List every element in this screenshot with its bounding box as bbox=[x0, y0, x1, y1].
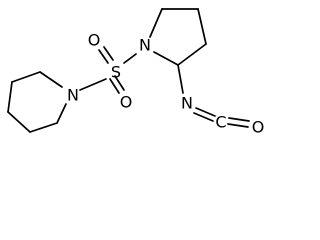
bond-pip-c2-c3 bbox=[11, 71, 41, 83]
bond-c-o-iso-a bbox=[228, 117, 250, 122]
bond-c2-n-iso bbox=[177, 64, 184, 94]
bond-c-o-iso-b bbox=[227, 123, 249, 128]
pyrrolidine-ring bbox=[149, 8, 207, 66]
bond-s-o-top-a bbox=[98, 49, 109, 64]
atom-o-top: O bbox=[88, 31, 101, 50]
piperidine-ring bbox=[7, 71, 67, 133]
bond-n-c-iso-a bbox=[195, 107, 216, 117]
isocyanate-group bbox=[177, 64, 250, 128]
atom-n-isocyanate: N bbox=[181, 94, 193, 113]
atom-sulfur: S bbox=[111, 63, 121, 82]
sulfonyl-group bbox=[79, 46, 137, 94]
bond-s-o-top-b bbox=[103, 46, 114, 61]
bond-s-o-bottom-b bbox=[114, 75, 125, 91]
bond-pyr-c2-n bbox=[153, 51, 179, 66]
bond-pip-n-c2 bbox=[39, 71, 63, 88]
bond-n-s bbox=[79, 78, 107, 91]
bond-pyr-n-c5 bbox=[149, 8, 163, 38]
bond-pip-c5-c6 bbox=[29, 122, 58, 133]
bond-s-o-bottom-a bbox=[109, 78, 120, 94]
bond-pip-c6-n bbox=[56, 103, 67, 124]
atom-n-piperidine: N bbox=[67, 86, 79, 105]
chemical-structure: N S O O N N C O bbox=[7, 8, 265, 137]
atom-o-bottom: O bbox=[120, 93, 133, 112]
bond-pip-c4-c5 bbox=[7, 111, 31, 133]
bond-pyr-c3-c2 bbox=[177, 43, 207, 66]
bond-s-n bbox=[123, 53, 137, 64]
bond-n-c-iso-b bbox=[193, 112, 214, 122]
bond-pyr-c4-c3 bbox=[197, 8, 207, 45]
atom-c-isocyanate: C bbox=[215, 113, 226, 132]
bond-pip-c3-c4 bbox=[7, 81, 13, 113]
atom-n-pyrrolidine: N bbox=[139, 36, 151, 55]
atom-o-isocyanate: O bbox=[252, 118, 265, 137]
